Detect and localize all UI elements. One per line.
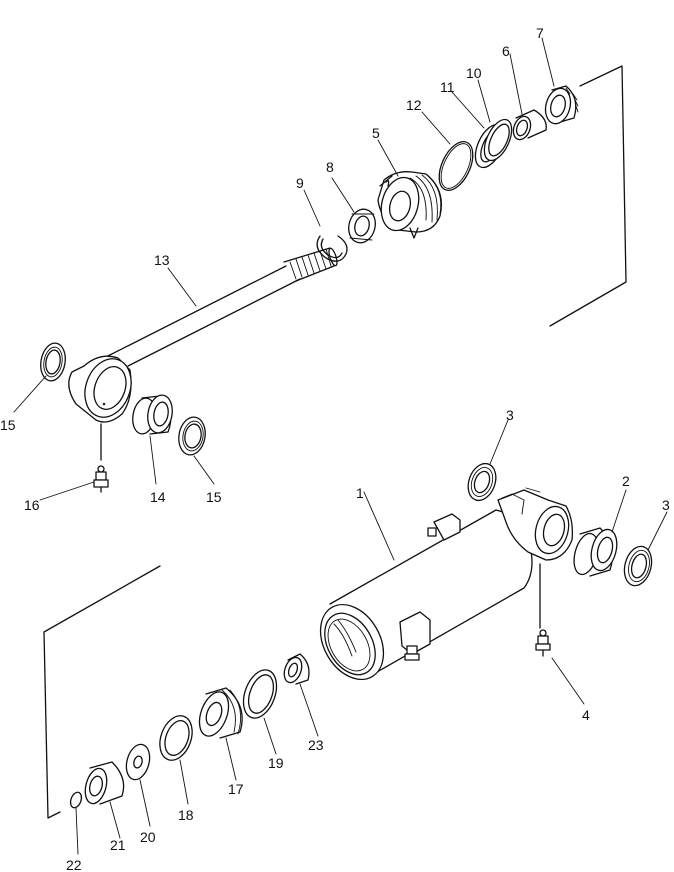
callout-16: 16 — [24, 497, 40, 513]
callout-15: 15 — [206, 489, 222, 505]
lower-assembly-bracket — [43, 565, 161, 819]
piston-nut — [348, 208, 376, 244]
upper-assembly-bracket — [549, 65, 627, 327]
callout-labels: 1 2 3 3 4 5 6 7 8 9 10 11 12 13 14 15 15… — [0, 25, 670, 872]
callout-10: 10 — [466, 65, 482, 81]
grease-fitting-rod — [93, 465, 109, 493]
wiper-ring — [544, 85, 579, 125]
callout-19: 19 — [268, 755, 284, 771]
dust-seal-left — [40, 342, 66, 382]
callout-3: 3 — [662, 497, 670, 513]
callout-2: 2 — [622, 473, 630, 489]
callout-21: 21 — [110, 837, 126, 853]
leader-lines — [13, 37, 668, 855]
cylinder-tube — [319, 487, 574, 681]
cushion-collar — [84, 761, 125, 805]
callout-13: 13 — [154, 252, 170, 268]
dust-seal-right — [178, 416, 206, 456]
callout-3: 3 — [506, 407, 514, 423]
washer — [125, 743, 151, 781]
small-o-ring — [69, 791, 83, 809]
o-ring — [438, 141, 474, 191]
callout-15: 15 — [0, 417, 16, 433]
bushing — [132, 394, 173, 435]
callout-23: 23 — [308, 737, 324, 753]
callout-1: 1 — [356, 485, 364, 501]
callout-20: 20 — [140, 829, 156, 845]
callout-7: 7 — [536, 25, 544, 41]
piston-rod — [95, 247, 338, 367]
cushion-spacer — [283, 653, 310, 685]
snap-ring — [316, 235, 348, 262]
piston — [198, 687, 243, 739]
callout-17: 17 — [228, 781, 244, 797]
callout-11: 11 — [440, 79, 455, 95]
tube-bushing — [573, 527, 618, 577]
callout-22: 22 — [66, 857, 82, 872]
grease-fitting-tube — [535, 629, 551, 657]
callout-6: 6 — [502, 43, 510, 59]
callout-8: 8 — [326, 159, 334, 175]
rod-seal — [483, 118, 513, 162]
piston-ring — [159, 715, 193, 761]
wear-ring — [242, 669, 278, 719]
callout-9: 9 — [296, 175, 304, 191]
callout-4: 4 — [582, 707, 590, 723]
head-bushing — [512, 109, 547, 141]
dust-seal-tube-left — [467, 462, 497, 502]
rod-eye — [68, 355, 132, 461]
cylinder-head — [377, 171, 443, 239]
callout-14: 14 — [150, 489, 166, 505]
callout-12: 12 — [406, 97, 422, 113]
dust-seal-tube-right — [623, 545, 653, 587]
callout-5: 5 — [372, 125, 380, 141]
callout-18: 18 — [178, 807, 194, 823]
